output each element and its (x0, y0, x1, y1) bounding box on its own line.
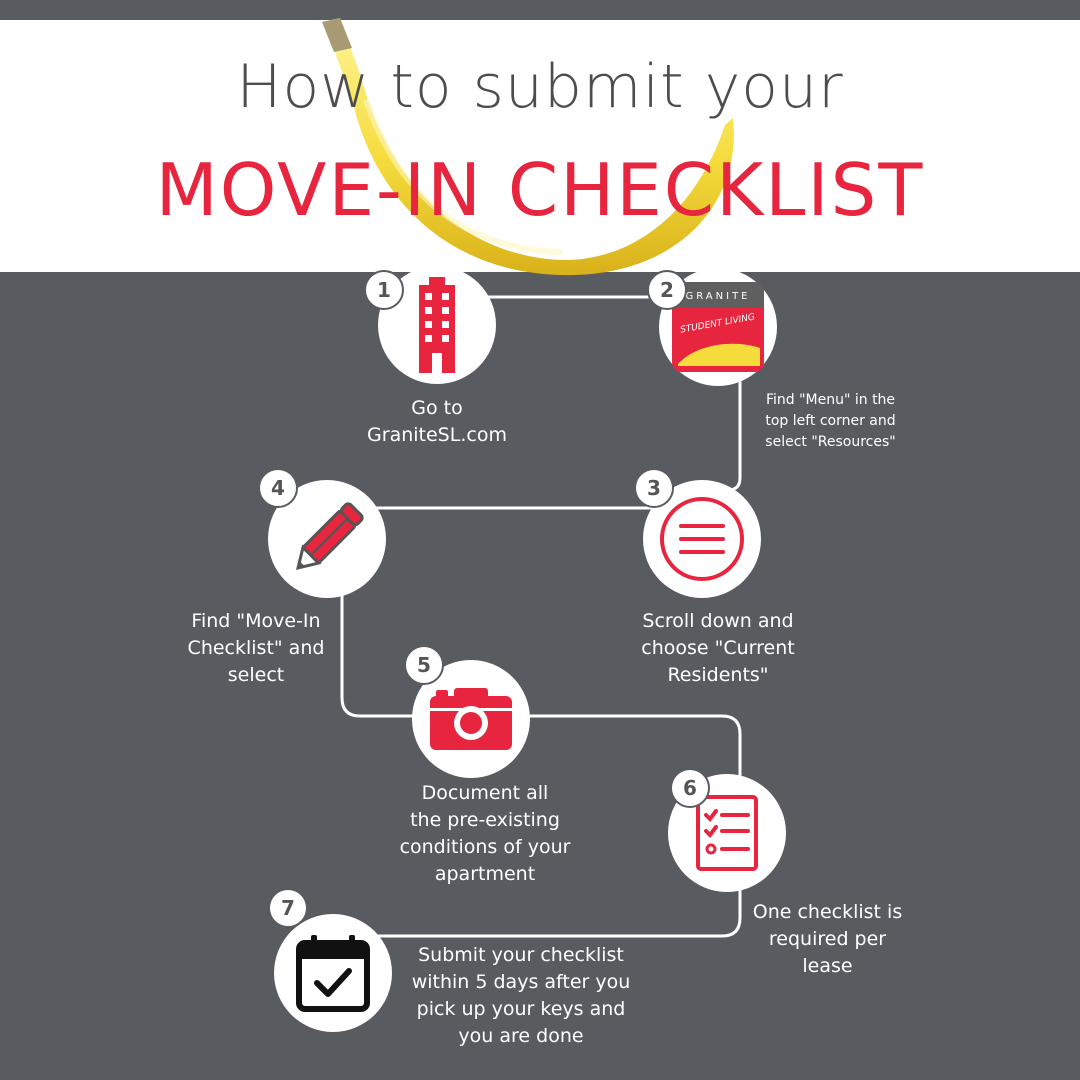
step-3-text: Scroll down and choose "Current Resident… (641, 610, 795, 686)
step-6-text: One checklist is required per lease (752, 901, 903, 977)
step-7-circle (274, 914, 392, 1032)
title-line-2: MOVE-IN CHECKLIST (155, 148, 925, 232)
step-2-text: Find "Menu" in the top left corner and s… (765, 392, 896, 450)
camera-icon (430, 688, 512, 750)
step-6-number: 6 (670, 768, 710, 808)
building-icon (419, 277, 455, 373)
step-1-number: 1 (364, 270, 404, 310)
granite-logo-icon: GRANITE STUDENT LIVING (672, 282, 764, 372)
logo-text-top: GRANITE (686, 291, 751, 302)
banana-illustration (322, 18, 734, 276)
title-banner (0, 20, 1080, 272)
title-line-1: How to submit your (236, 52, 844, 122)
step-3-number: 3 (634, 468, 674, 508)
step-4-number: 4 (258, 468, 298, 508)
step-5-text: Document all the pre-existing conditions… (399, 782, 571, 885)
checklist-icon (696, 795, 758, 871)
calendar-check-icon (296, 935, 370, 1012)
step-4-text: Find "Move-In Checklist" and select (187, 610, 325, 686)
step-1-text: Go to GraniteSL.com (367, 397, 507, 446)
pencil-icon (295, 502, 364, 571)
step-1-circle (378, 266, 496, 384)
step-2-number: 2 (647, 270, 687, 310)
step-5-number: 5 (404, 645, 444, 685)
step-7-text: Submit your checklist within 5 days afte… (411, 944, 631, 1047)
menu-icon (660, 497, 744, 581)
step-7-number: 7 (268, 888, 308, 928)
